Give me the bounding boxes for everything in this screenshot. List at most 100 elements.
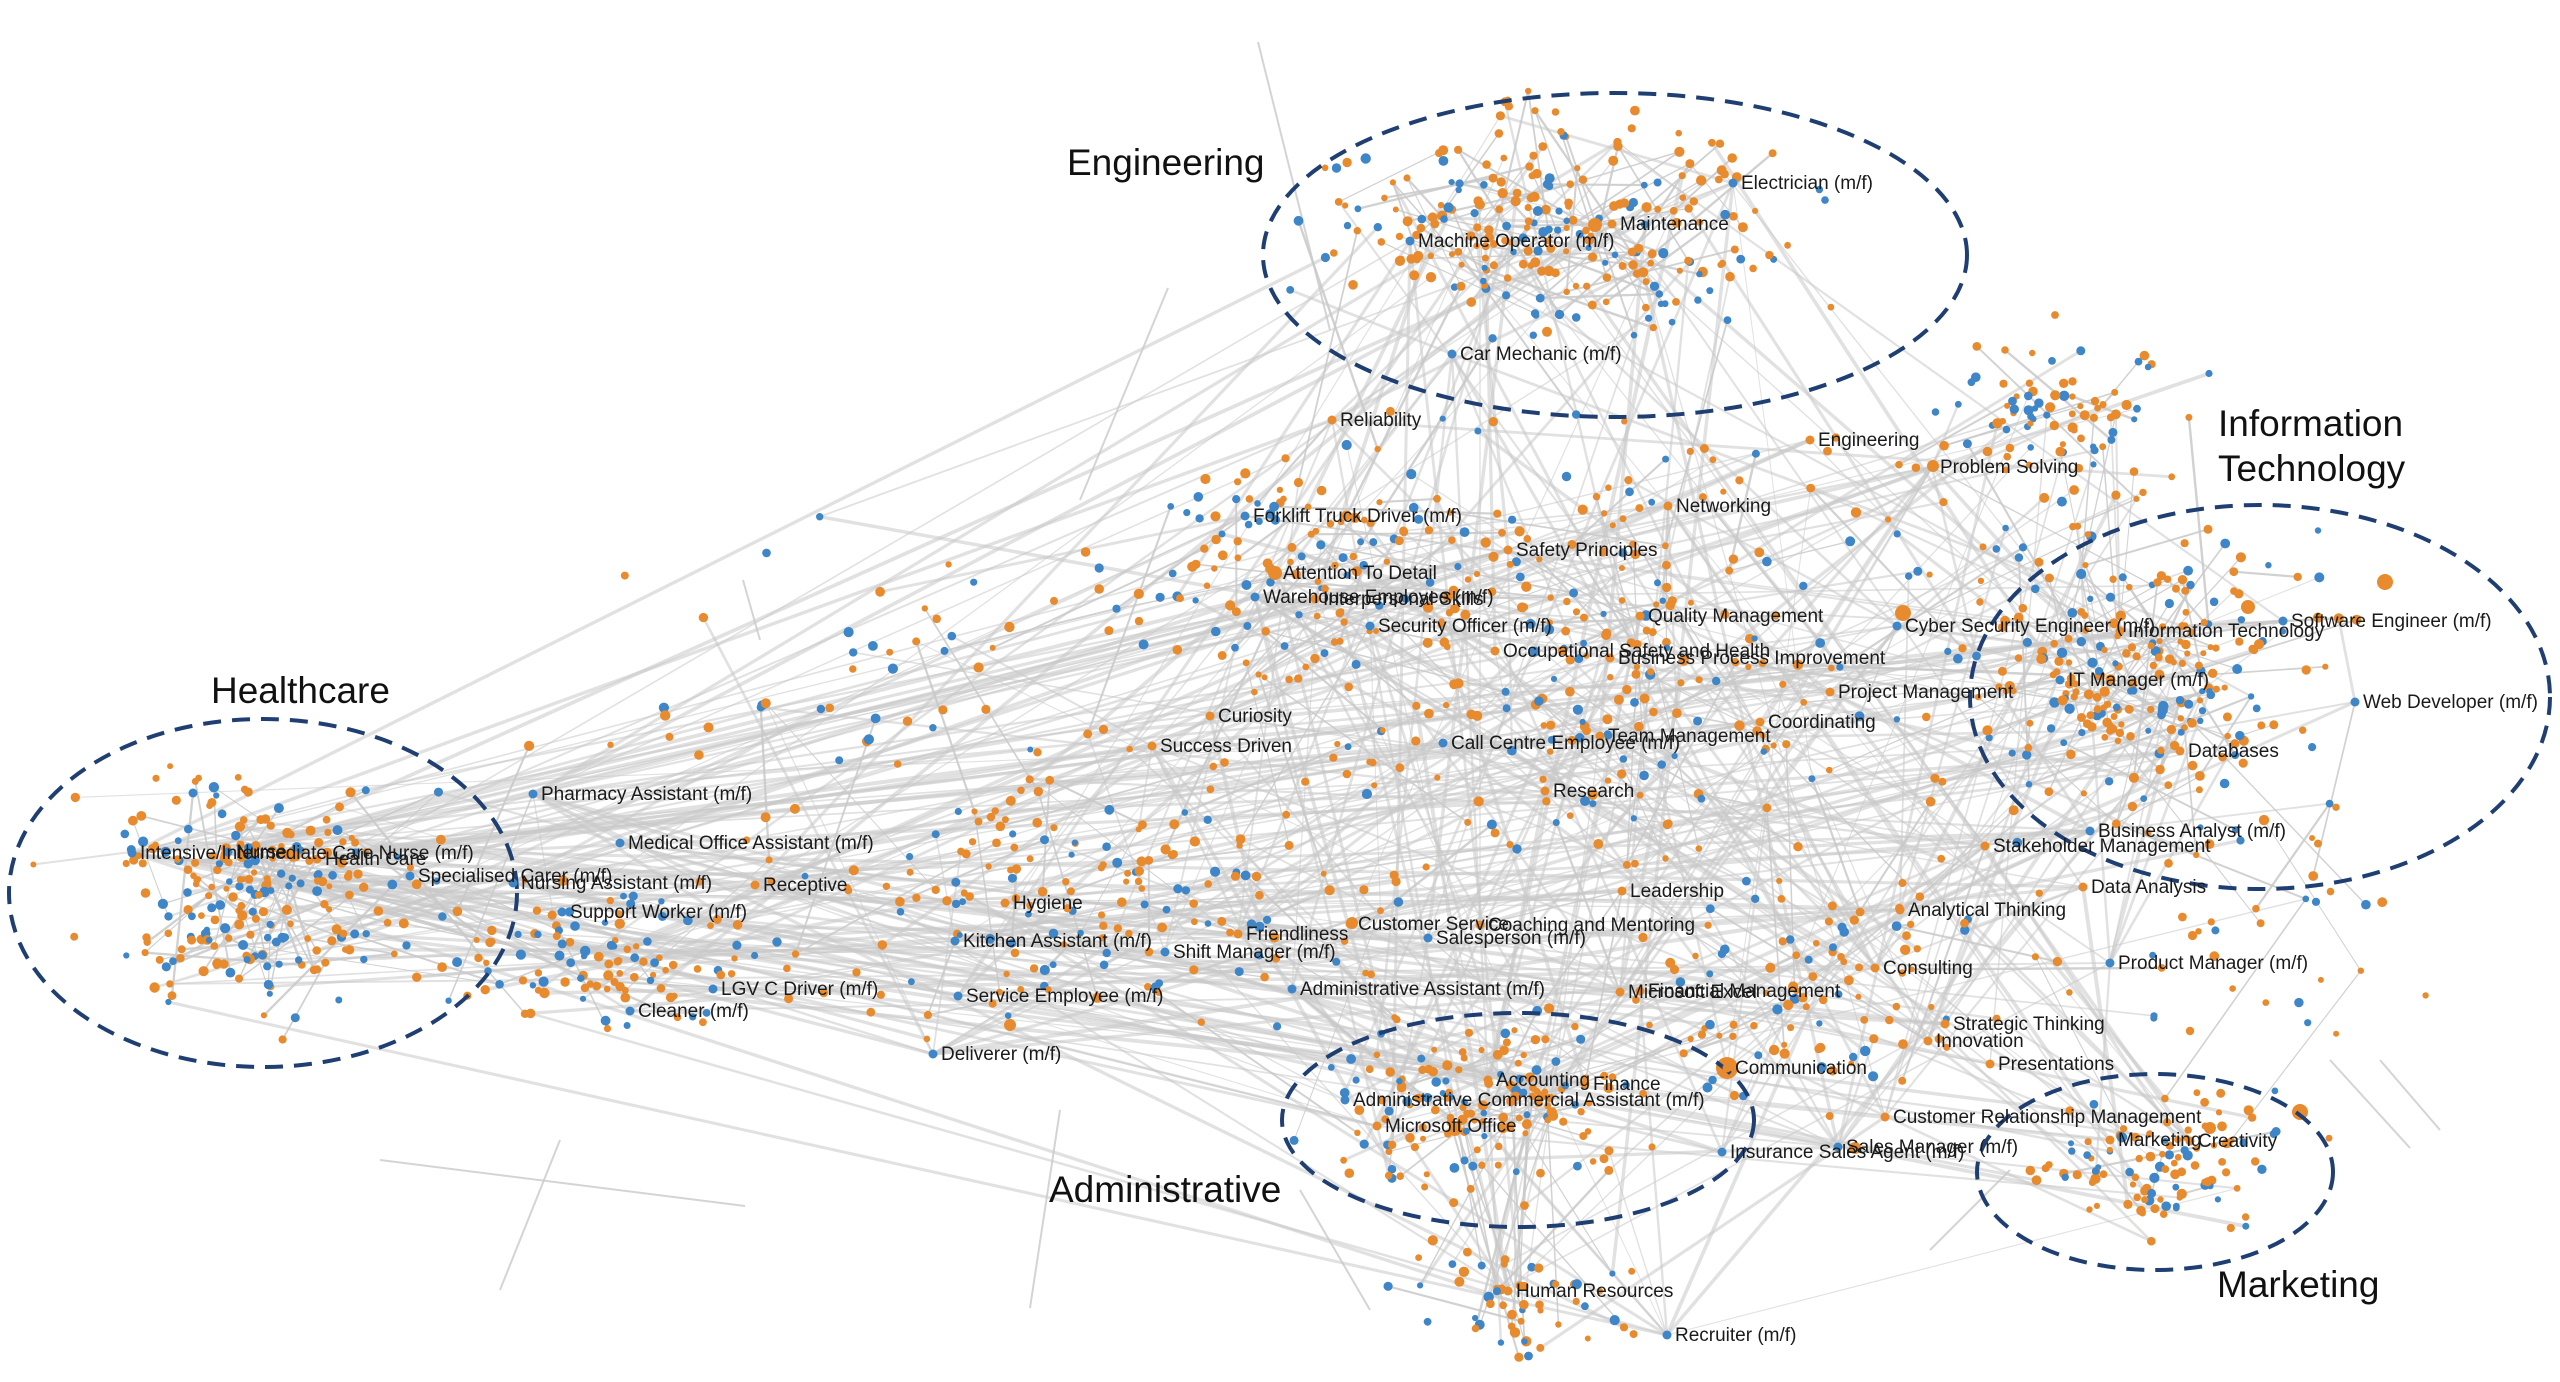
occupation-node (650, 958, 659, 967)
occupation-node (2091, 1167, 2100, 1175)
skill-node (1885, 516, 1892, 523)
skill-node (1602, 273, 1612, 282)
skill-node (2144, 829, 2152, 837)
skill-node (886, 648, 894, 656)
occupation-node (1609, 1315, 1620, 1326)
skill-node (1421, 1183, 1429, 1191)
occupation-node (1502, 704, 1511, 713)
occupation-node (2220, 538, 2231, 549)
skill-node (1324, 885, 1335, 896)
network-edge (532, 205, 1648, 796)
network-edge (754, 721, 1761, 886)
skill-node (2333, 1030, 2340, 1037)
skill-node (1534, 1098, 1543, 1108)
team-management-node (1595, 731, 1605, 741)
skill-node (2170, 659, 2177, 666)
skill-node (1302, 663, 1310, 671)
network-edge (1443, 218, 1589, 249)
occupation-node (1535, 293, 1545, 303)
skill-node (1679, 194, 1687, 202)
warehouse-label: Warehouse Employee (m/f) (1263, 587, 1494, 608)
occupation-node (1346, 1054, 1356, 1064)
skill-node (452, 906, 463, 917)
skill-node (1496, 177, 1506, 187)
occupation-node (1354, 205, 1362, 213)
skill-node (237, 910, 245, 918)
occupation-node (1459, 527, 1470, 537)
skill-node (1602, 714, 1613, 725)
occupation-node (1402, 1096, 1412, 1107)
occupation-node (1913, 566, 1923, 576)
skill-node (1530, 257, 1541, 268)
occupation-node (954, 807, 962, 816)
network-edge (1534, 110, 1656, 287)
network-edge (1343, 823, 1493, 943)
skill-node (1618, 597, 1626, 604)
occupation-node (1286, 286, 1295, 294)
network-edge (530, 1012, 1668, 1337)
pharmacy-assistant-node (528, 789, 538, 799)
skill-node (1446, 509, 1454, 516)
skill-node (2136, 1205, 2146, 1216)
skill-node (1806, 483, 1816, 493)
network-edge (2115, 822, 2307, 900)
skill-node (1687, 1035, 1694, 1042)
skill-node (1395, 232, 1404, 241)
coaching-mentoring-node (1475, 920, 1485, 930)
skill-node (1654, 205, 1662, 213)
skill-node (760, 812, 771, 823)
medical-office-node (615, 838, 625, 848)
network-edge (909, 871, 1621, 993)
skill-node (1793, 842, 1803, 852)
skill-node (1718, 259, 1727, 267)
skill-node (1563, 248, 1570, 255)
skill-node (1464, 818, 1472, 826)
occupation-node (1039, 964, 1050, 976)
skill-node (639, 957, 648, 966)
occupation-node (1555, 207, 1563, 215)
skill-node (1934, 1034, 1944, 1044)
occupation-node (620, 892, 627, 900)
skill-node (621, 986, 629, 994)
skill-node (2051, 311, 2059, 319)
skill-node (2247, 1113, 2257, 1122)
occupation-node (2149, 951, 2157, 959)
skill-node (2059, 441, 2066, 448)
network-edge (329, 829, 2091, 888)
occupation-node (1263, 915, 1272, 925)
skill-node (1011, 894, 1021, 903)
human-resources-label: Human Resources (1516, 1281, 1673, 1302)
skill-node (1750, 1021, 1758, 1030)
occupation-node (1454, 563, 1462, 571)
occupation-node (2024, 391, 2033, 401)
network-edge (629, 740, 2119, 1012)
occupation-node (328, 870, 337, 880)
skill-node (650, 971, 657, 979)
network-edge (1618, 682, 1683, 993)
skill-node (1802, 1003, 1810, 1011)
skill-node (1437, 201, 1445, 209)
occupation-node (271, 937, 281, 947)
network-edge (1449, 511, 1666, 547)
occupation-node (1071, 839, 1078, 846)
skill-node (1708, 138, 1716, 147)
skill-node (320, 900, 329, 909)
skill-node (1555, 1321, 1562, 1328)
skill-node (1287, 558, 1294, 566)
occupation-node (2078, 729, 2086, 737)
network-edge (2164, 898, 2307, 1100)
skill-node (524, 740, 535, 752)
occupation-node (273, 803, 284, 814)
network-edge (499, 1139, 561, 1291)
skill-node (1788, 981, 1799, 992)
skill-node (1676, 267, 1683, 274)
occupation-node (2056, 496, 2067, 507)
skill-node (1765, 962, 1776, 973)
skill-node (1271, 953, 1281, 963)
network-edge (194, 781, 232, 973)
occupation-node (350, 929, 360, 939)
consulting-label: Consulting (1883, 958, 1973, 979)
skill-node (251, 914, 260, 923)
skill-node (1383, 558, 1391, 565)
